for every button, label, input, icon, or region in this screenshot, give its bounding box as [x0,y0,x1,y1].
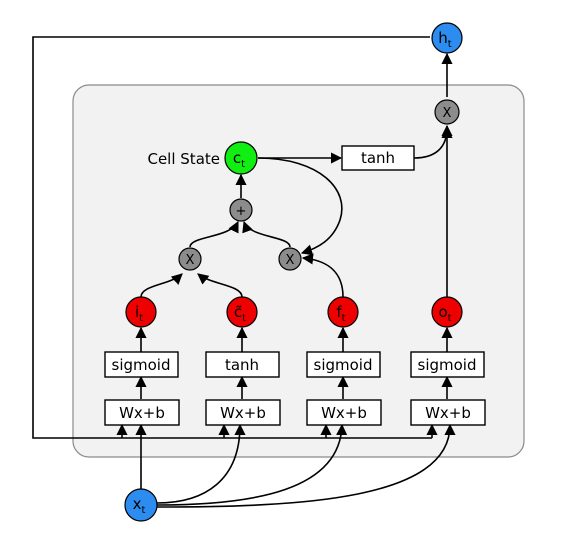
mult-op-forget: X [278,247,302,271]
input-node: xt [124,488,158,522]
svg-text:c̃t: c̃t [234,303,246,324]
svg-text:it: it [135,303,143,324]
plus-op: + [229,198,253,222]
tanh-box-cell-label: tanh [361,149,395,167]
svg-text:ft: ft [336,303,345,324]
hidden-state-subscript: t [448,39,452,50]
wire-mult-plus-1 [189,220,239,248]
linear-box-1-label: Wx+b [119,404,165,422]
sigmoid-box-output: sigmoid [410,351,485,378]
cell-state-subscript: t [241,159,245,170]
linear-box-1: Wx+b [104,399,180,426]
output-gate-symbol: o [438,303,447,321]
mult-op-input: X [178,247,202,271]
hidden-state-symbol: h [438,29,448,47]
x-feed-4 [156,423,456,508]
wire-i-mult [140,273,183,298]
candidate-node: c̃t [226,296,258,328]
mult-op-input-symbol: X [186,253,195,268]
sigmoid-box-forget-label: sigmoid [314,356,373,374]
recurrent-wire [32,36,432,439]
wire-ctilde-mult [197,273,243,298]
forget-gate-symbol: f [336,303,342,321]
output-gate-node: ot [431,296,463,328]
svg-text:ht: ht [438,29,452,50]
input-subscript: t [141,505,145,516]
sigmoid-box-input-label: sigmoid [112,356,171,374]
sigmoid-box-forget: sigmoid [306,351,381,378]
linear-box-2-label: Wx+b [220,404,266,422]
linear-box-3-label: Wx+b [321,404,367,422]
candidate-subscript: t [242,313,246,324]
tanh-box-cell: tanh [341,145,415,171]
mult-op-output-symbol: X [443,106,452,121]
linear-box-3: Wx+b [306,399,382,426]
sigmoid-box-input: sigmoid [104,351,179,378]
wire-c-feedback [257,157,343,256]
sigmoid-box-output-label: sigmoid [418,356,477,374]
input-gate-subscript: t [139,313,143,324]
tanh-box-candidate-label: tanh [225,356,259,374]
linear-box-4-label: Wx+b [425,404,471,422]
output-gate-subscript: t [448,313,452,324]
svg-text:ct: ct [233,149,245,170]
input-symbol: x [133,495,142,513]
input-gate-node: it [125,296,157,328]
x-feed-2 [156,423,246,504]
cell-state-symbol: c [233,149,241,167]
mult-op-output: X [434,99,460,125]
svg-text:xt: xt [133,495,146,516]
linear-box-2: Wx+b [205,399,281,426]
plus-op-symbol: + [236,204,247,219]
tanh-box-candidate: tanh [205,351,280,378]
linear-box-4: Wx+b [410,399,486,426]
wire-f-mult [301,253,344,298]
forget-gate-node: ft [327,296,359,328]
cell-state-label: Cell State [147,150,220,168]
cell-state-node: ct [224,141,258,175]
forget-gate-subscript: t [342,313,346,324]
candidate-symbol: c̃ [234,303,242,321]
svg-text:ot: ot [438,303,451,324]
hidden-state-node: ht [431,22,463,54]
x-feed-3 [156,423,348,506]
input-gate-symbol: i [135,303,139,321]
mult-op-forget-symbol: X [286,253,295,268]
wire-mult-plus-2 [242,220,291,248]
